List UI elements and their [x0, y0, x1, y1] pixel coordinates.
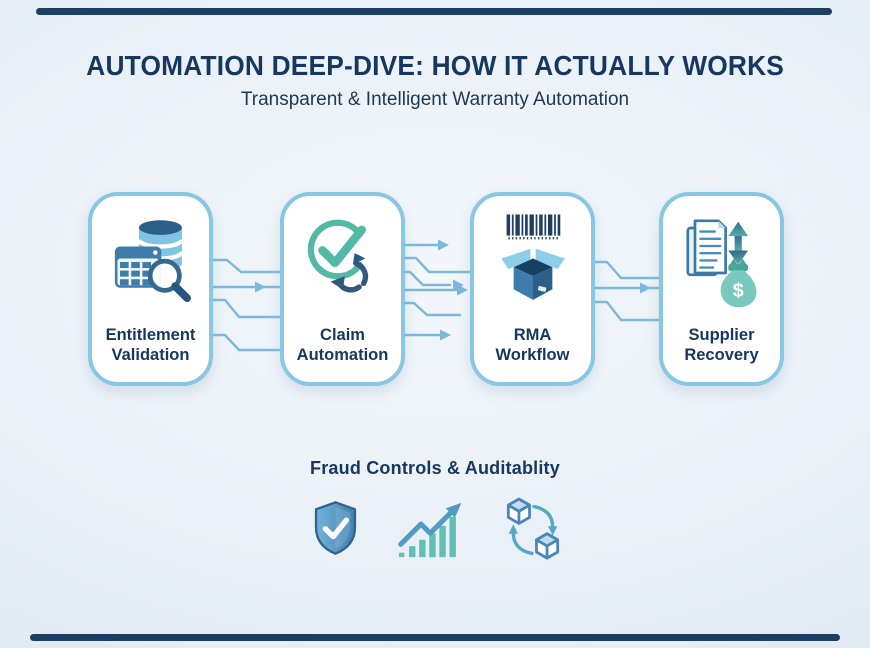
check-refresh-icon — [284, 212, 401, 312]
step-card-supplier-recovery: $ Supplier Recovery — [659, 192, 784, 386]
svg-text:$: $ — [732, 279, 743, 301]
connector-arrows-2 — [404, 239, 470, 341]
step-card-claim-automation: Claim Automation — [280, 192, 405, 386]
barcode-box-icon — [474, 212, 591, 312]
bottom-accent-bar — [30, 634, 840, 641]
documents-moneybag-icon: $ — [663, 212, 780, 316]
shield-check-icon — [312, 500, 359, 561]
step-label: RMA Workflow — [495, 325, 570, 364]
step-label: Entitlement Validation — [105, 325, 196, 364]
linked-blocks-icon — [503, 496, 563, 569]
fraud-section-heading: Fraud Controls & Auditablity — [310, 458, 560, 478]
connector-arrows-1 — [213, 258, 280, 352]
step-label: Claim Automation — [296, 325, 389, 364]
step-card-rma-workflow: RMA Workflow — [470, 192, 595, 386]
page-subtitle: Transparent & Intelligent Warranty Autom… — [240, 89, 630, 110]
top-accent-bar — [36, 8, 832, 15]
database-search-icon — [92, 212, 209, 312]
growth-chart-icon — [396, 502, 468, 564]
step-label: Supplier Recovery — [684, 325, 759, 364]
page-title: AUTOMATION DEEP-DIVE: HOW IT ACTUALLY WO… — [86, 50, 784, 81]
step-card-entitlement-validation: Entitlement Validation — [88, 192, 213, 386]
connector-arrows-3 — [595, 260, 659, 322]
